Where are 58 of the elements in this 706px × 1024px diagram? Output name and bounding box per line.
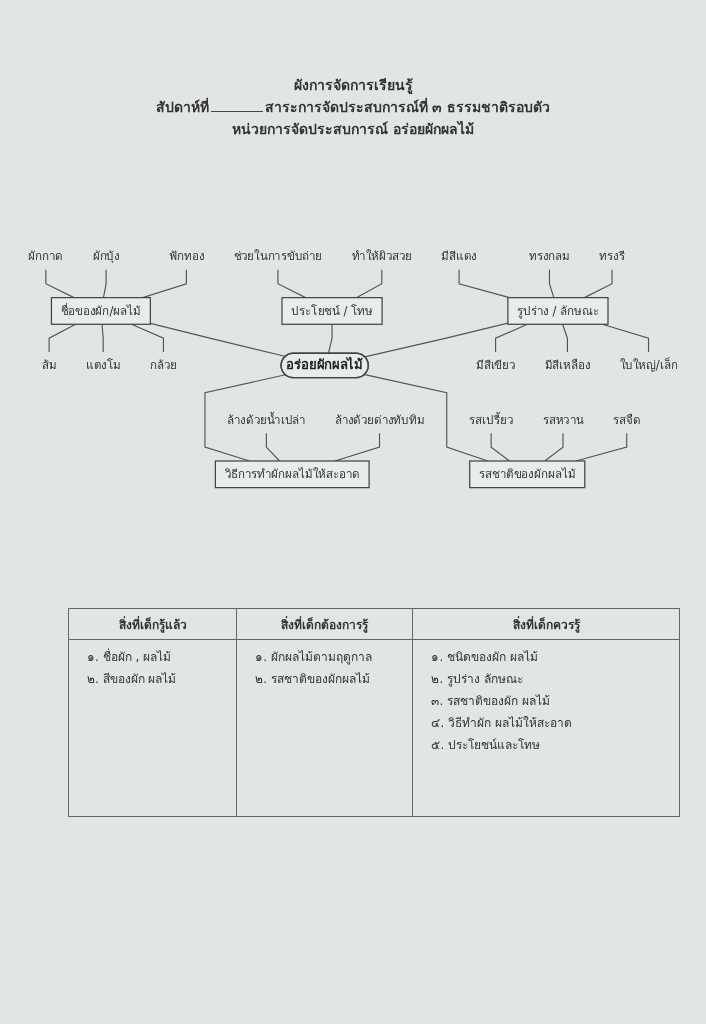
list-item: ๔. วิธีทำผัก ผลไม้ให้สะอาด	[431, 712, 572, 734]
node-text: ทรงกลม	[529, 248, 570, 263]
node-text: กล้วย	[149, 357, 177, 372]
list-item: ๒. รูปร่าง ลักษณะ	[431, 668, 523, 690]
node-box: ประโยชน์ / โทษ	[281, 296, 383, 325]
list-item: ๓. รสชาติของผัก ผลไม้	[431, 690, 550, 712]
connector	[548, 268, 555, 298]
node-box: ชื่อของผัก/ผลไม้	[50, 296, 151, 325]
node-text: ล้างด้วยน้ำเปล่า	[227, 412, 306, 427]
connector	[601, 323, 650, 353]
connector	[364, 322, 509, 358]
connector	[45, 268, 75, 298]
connector	[544, 432, 564, 462]
subtitle-text: สาระการจัดประสบการณ์ที่ ๓ ธรรมชาติรอบตัว	[264, 99, 551, 115]
node-text: มีสีแดง	[441, 248, 477, 263]
node-text: มีสีเขียว	[475, 357, 516, 372]
connector	[327, 323, 333, 354]
node-text: แตงโม	[85, 357, 121, 372]
node-text: ทรงรี	[599, 248, 625, 263]
node-text: รสหวาน	[542, 412, 584, 427]
connector	[265, 432, 281, 462]
list-item: ๕. ประโยชน์และโทษ	[431, 734, 541, 756]
connector	[48, 323, 77, 353]
node-text: ใบใหญ่/เล็ก	[619, 357, 678, 372]
column-header: สิ่งที่เด็กควรรู้	[412, 608, 680, 640]
list-item: ๑. ผักผลไม้ตามฤดูกาล	[255, 646, 372, 668]
list-item: ๑. ชื่อผัก , ผลไม้	[87, 646, 172, 668]
connector	[277, 268, 307, 298]
node-text: มีสีเหลือง	[544, 357, 591, 372]
node-box: วิธีการทำผักผลไม้ให้สะอาด	[214, 459, 370, 488]
node-text: รสเปรี้ยว	[469, 412, 514, 427]
node-box: รูปร่าง / ลักษณะ	[507, 296, 609, 325]
node-text: ฟักทอง	[168, 248, 205, 263]
list-item: ๒. สีของผัก ผลไม้	[87, 668, 177, 690]
list-item: ๒. รสชาติของผักผลไม้	[255, 668, 370, 690]
connector	[101, 323, 104, 353]
node-text: ล้างด้วยด่างทับทิม	[334, 412, 425, 427]
connector	[130, 323, 164, 353]
connector	[490, 432, 511, 462]
node-text: ช่วยในการขับถ่าย	[233, 248, 323, 263]
node-box: รสชาติของผักผลไม้	[469, 459, 586, 488]
node-text: ผักบุ้ง	[92, 248, 120, 263]
node-text: ส้ม	[41, 357, 57, 372]
connector	[102, 268, 107, 298]
column-header: สิ่งที่เด็กรู้แล้ว	[68, 608, 237, 640]
page-title: ผังการจัดการเรียนรู้	[292, 76, 414, 96]
subtitle-text: สัปดาห์ที่	[155, 99, 209, 115]
connector	[204, 373, 287, 462]
node-text: รสจืด	[612, 412, 641, 427]
node-text: ทำให้ผิวสวย	[351, 248, 412, 263]
subtitle-text: หน่วยการจัดประสบการณ์ อร่อยผักผลไม้	[231, 120, 475, 139]
connector	[495, 323, 528, 353]
connector	[562, 323, 568, 353]
node-text: ผักกาด	[28, 248, 64, 263]
column-header: สิ่งที่เด็กต้องการรู้	[236, 608, 413, 640]
connector	[355, 268, 383, 298]
list-item: ๑. ชนิดของผัก ผลไม้	[431, 646, 538, 668]
connector	[583, 268, 613, 298]
